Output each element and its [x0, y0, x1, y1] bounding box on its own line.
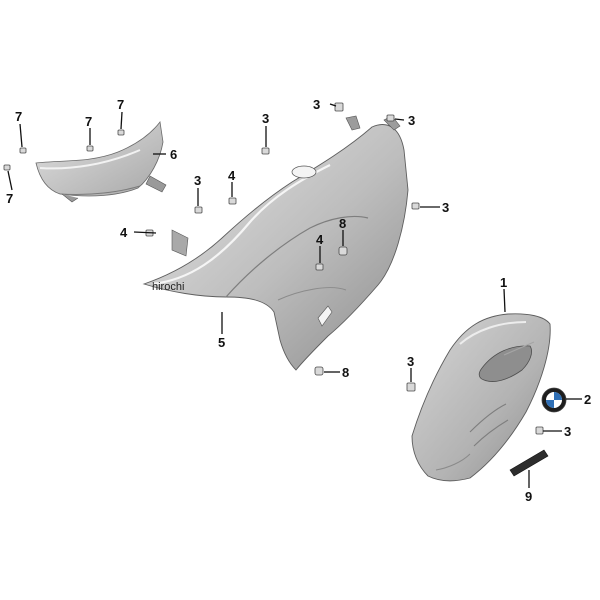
label-part-4: 4 [120, 225, 128, 240]
label-part-1: 1 [500, 275, 507, 290]
label-part-7: 7 [85, 114, 92, 129]
leader-lines [7, 103, 582, 488]
part-6-upper-cover [35, 121, 167, 203]
part-9-strip [509, 449, 549, 477]
label-part-3: 3 [408, 113, 415, 128]
part-1-lower-cover [411, 313, 551, 482]
label-part-3: 3 [313, 97, 320, 112]
label-part-3: 3 [194, 173, 201, 188]
label-part-3: 3 [262, 111, 269, 126]
label-part-8: 8 [339, 216, 346, 231]
label-part-7: 7 [15, 109, 22, 124]
label-part-7: 7 [6, 191, 13, 206]
fasteners [3, 102, 544, 435]
label-part-5: 5 [218, 335, 225, 350]
label-part-7: 7 [117, 97, 124, 112]
label-part-3: 3 [442, 200, 449, 215]
label-part-8: 8 [342, 365, 349, 380]
watermark-text: hirochi [152, 281, 184, 293]
label-part-4: 4 [228, 168, 236, 183]
label-part-2: 2 [584, 392, 591, 407]
part-labels: 7 7 7 7 6 3 3 3 3 4 3 4 4 8 5 8 3 1 2 3 … [6, 97, 591, 504]
label-part-6: 6 [170, 147, 177, 162]
part-2-emblem [541, 387, 567, 413]
label-part-4: 4 [316, 232, 324, 247]
label-part-3: 3 [564, 424, 571, 439]
label-part-9: 9 [525, 489, 532, 504]
label-part-3: 3 [407, 354, 414, 369]
part-5-side-panel [142, 115, 409, 371]
